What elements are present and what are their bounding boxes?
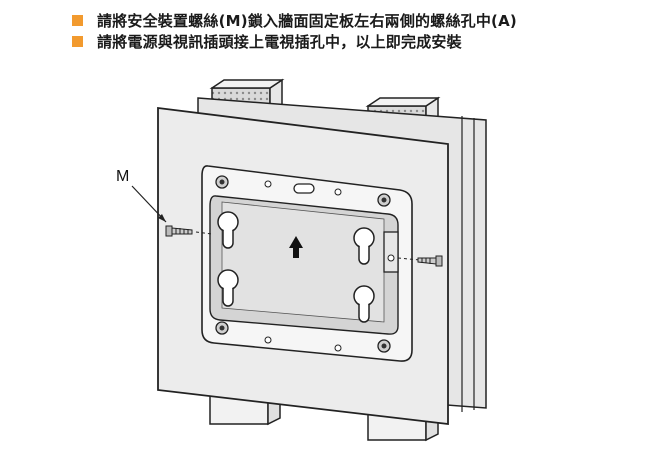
instruction-text: 請將電源與視訊插頭接上電視插孔中，以上即完成安裝 [97, 33, 462, 51]
right-side-bracket [383, 231, 399, 273]
corner-screw-icon [215, 321, 229, 335]
callout-label: M [116, 168, 129, 185]
instruction-item: 請將安全裝置螺絲(M)鎖入牆面固定板左右兩側的螺絲孔中(A) [72, 10, 517, 31]
instruction-text: 請將安全裝置螺絲(M)鎖入牆面固定板左右兩側的螺絲孔中(A) [97, 12, 517, 30]
keyhole-slot-icon [353, 285, 375, 323]
instruction-list: 請將安全裝置螺絲(M)鎖入牆面固定板左右兩側的螺絲孔中(A) 請將電源與視訊插頭… [72, 10, 517, 52]
up-arrow-icon [289, 236, 303, 258]
corner-screw-icon [377, 193, 391, 207]
right-screw-icon [397, 255, 443, 267]
bullet-square-icon [72, 15, 83, 26]
keyhole-slot-icon [353, 227, 375, 265]
instruction-item: 請將電源與視訊插頭接上電視插孔中，以上即完成安裝 [72, 31, 517, 52]
keyhole-slot-icon [217, 269, 239, 307]
corner-screw-icon [215, 175, 229, 189]
keyhole-slot-icon [217, 211, 239, 249]
left-screw-icon [165, 225, 213, 237]
wall-mount-plate [201, 165, 413, 362]
callout-m: M [116, 168, 167, 223]
bullet-square-icon [72, 36, 83, 47]
corner-screw-icon [377, 339, 391, 353]
